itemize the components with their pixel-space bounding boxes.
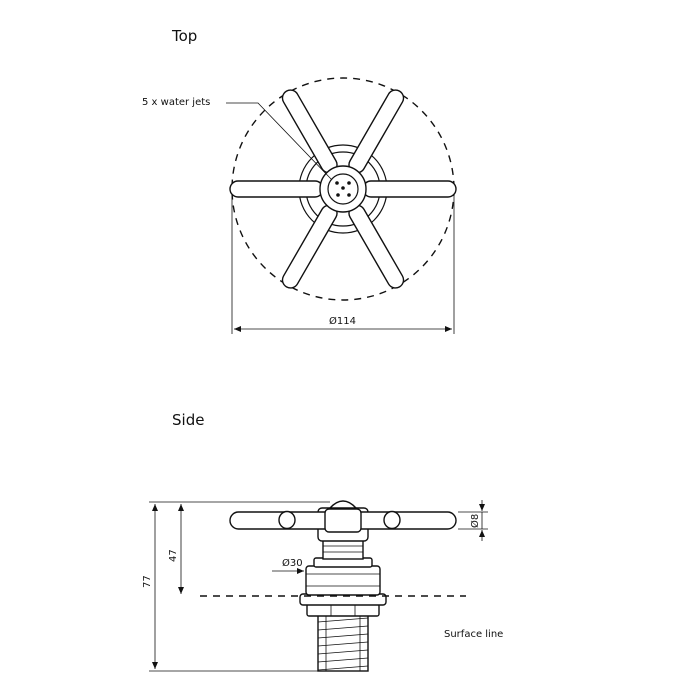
lock-nut: [306, 603, 380, 617]
stem-diameter-value: Ø30: [282, 557, 303, 569]
surface-line-label: Surface line: [444, 629, 503, 640]
height-total-value: 77: [142, 575, 153, 588]
water-jet-hole: [335, 181, 339, 185]
top-view: Top: [142, 27, 457, 334]
water-jet-hole: [347, 193, 351, 197]
valve-stem: [322, 539, 364, 560]
threaded-shank: [317, 614, 369, 672]
top-view-title: Top: [171, 27, 197, 45]
spoke: [281, 204, 338, 289]
spoke: [348, 204, 405, 289]
handle-bar-side: [229, 508, 457, 533]
spoke: [348, 89, 405, 174]
water-jets-leader: [226, 102, 333, 181]
spoke-thickness-dimension: Ø8: [458, 500, 488, 541]
spoke: [362, 180, 457, 198]
water-jets-label: 5 x water jets: [142, 97, 210, 108]
spoke: [229, 180, 324, 198]
side-view: Side: [142, 411, 503, 672]
spoke-thickness-value: Ø8: [469, 514, 481, 528]
water-jet-hole: [347, 181, 351, 185]
center-cap: [319, 165, 367, 213]
diameter-value: Ø114: [329, 315, 356, 327]
handle-spokes: [229, 89, 457, 289]
water-jet-hole: [336, 193, 340, 197]
side-view-title: Side: [172, 411, 204, 429]
height-above-dimension: 47: [168, 504, 184, 594]
stem-diameter-dimension: Ø30: [272, 557, 304, 574]
water-jet-hole: [341, 186, 345, 190]
diameter-dimension: Ø114: [231, 196, 455, 334]
valve-body: [305, 557, 381, 596]
height-above-value: 47: [168, 549, 179, 562]
spoke: [281, 89, 338, 174]
height-total-dimension: 77: [142, 501, 330, 672]
